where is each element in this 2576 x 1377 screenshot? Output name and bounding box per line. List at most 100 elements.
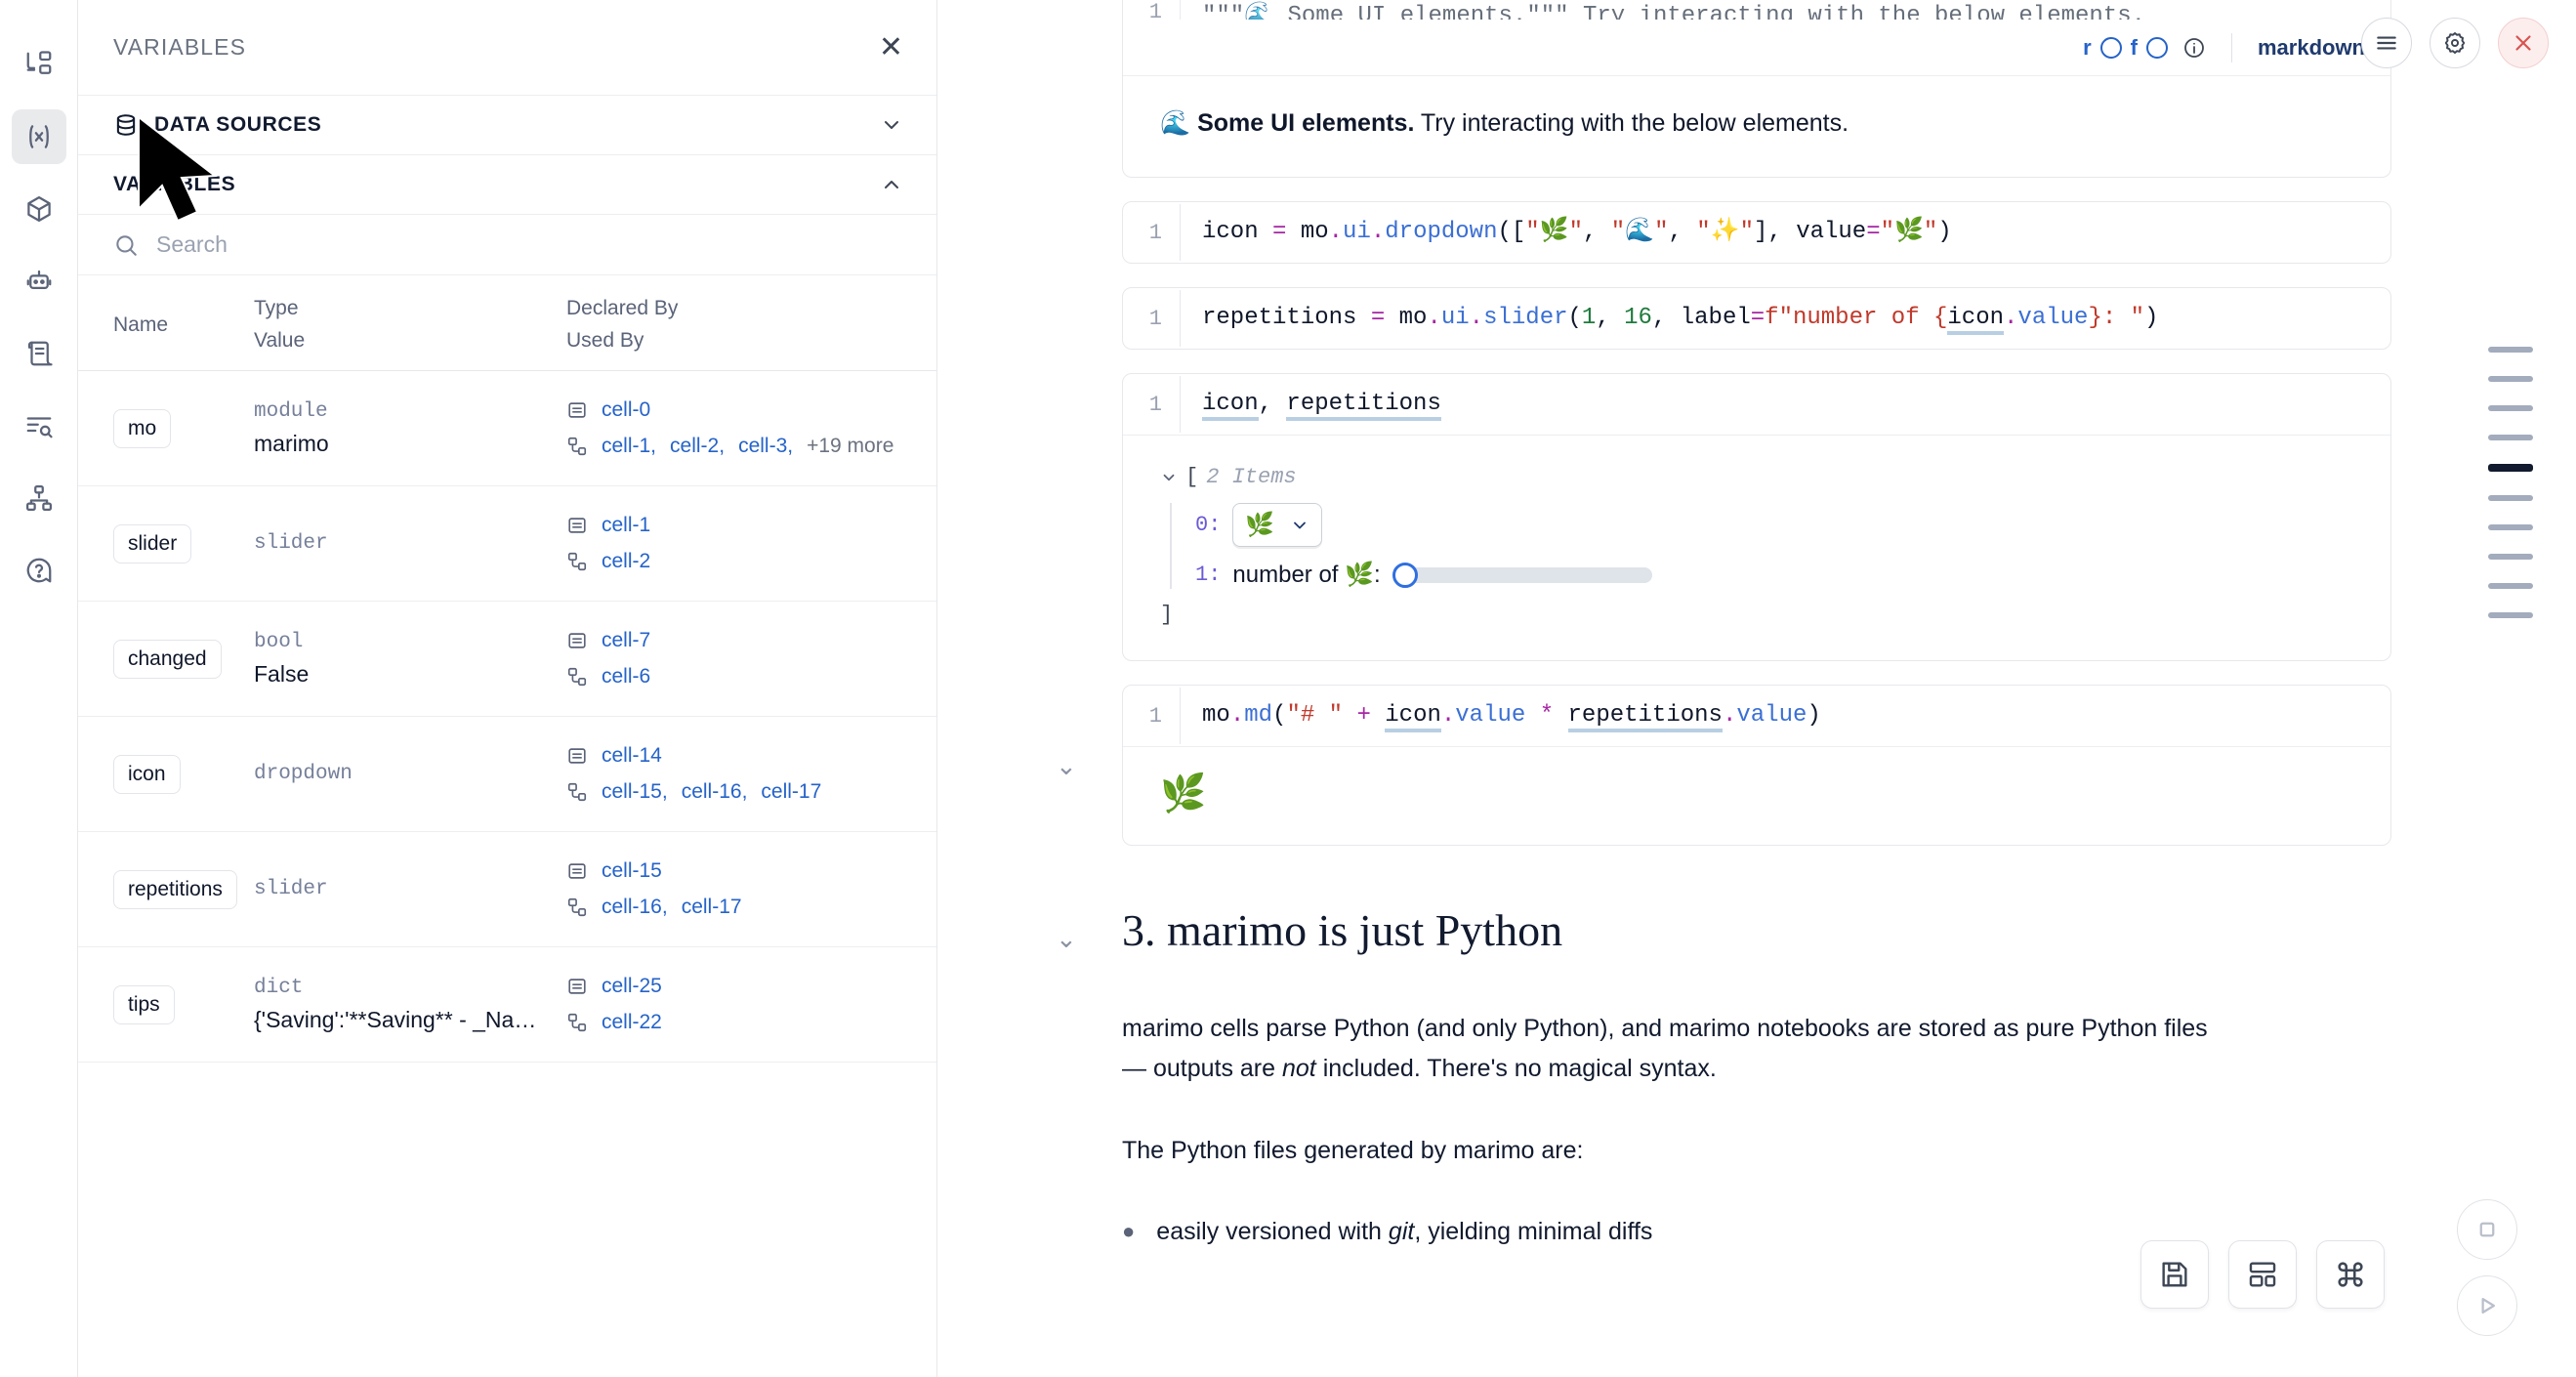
slider-track[interactable] (1407, 566, 1652, 583)
accordion-data-sources[interactable]: DATA SOURCES (78, 96, 936, 155)
cell-link[interactable]: cell-16, (602, 895, 668, 918)
search-input[interactable] (156, 231, 901, 258)
cell-declared-icon (568, 863, 586, 879)
cell-link[interactable]: cell-1, (602, 434, 657, 457)
sidebar-item-chat[interactable] (12, 254, 66, 309)
cell-link[interactable]: cell-15, (602, 779, 668, 803)
list-index-0: 0: (1195, 513, 1222, 537)
cell-link[interactable]: cell-17 (761, 779, 822, 803)
list-output-body: 0: 🌿 1: number of 🌿: (1170, 503, 2353, 589)
minimap-bar[interactable] (2488, 583, 2533, 589)
list-item: ● easily versioned with git, yielding mi… (1122, 1214, 2391, 1251)
cell-language-label[interactable]: markdown (2257, 34, 2365, 60)
code-text[interactable]: icon = mo.ui.dropdown(["🌿", "🌊", "✨"], v… (1180, 203, 2390, 262)
cell-collapse-chevron[interactable]: ⌄ (1056, 750, 1077, 780)
chevron-down-icon[interactable] (1160, 469, 1178, 486)
list-output-header[interactable]: [ 2 Items (1160, 465, 2353, 489)
code-text[interactable]: repetitions = mo.ui.slider(1, 16, label=… (1180, 289, 2390, 348)
cell-link[interactable]: cell-1 (602, 513, 651, 536)
minimap-bar-active[interactable] (2488, 464, 2533, 472)
cell-link[interactable]: cell-3, (738, 434, 794, 457)
cell-link[interactable]: cell-6 (602, 664, 651, 688)
flag-f-circle-icon[interactable] (2145, 36, 2168, 59)
run-all-button[interactable] (2457, 1275, 2517, 1336)
code-token: . (1722, 701, 1737, 729)
sidebar-item-packages[interactable] (12, 182, 66, 236)
command-palette-button[interactable] (2316, 1240, 2385, 1309)
minimap-bar[interactable] (2488, 347, 2533, 353)
cell-declared-icon (568, 402, 586, 418)
code-text[interactable]: mo.md("# " + icon.value * repetitions.va… (1180, 687, 2390, 745)
dropdown-widget[interactable]: 🌿 (1232, 503, 1323, 547)
minimap-bar[interactable] (2488, 495, 2533, 501)
cell-link[interactable]: cell-14 (602, 743, 662, 767)
section-collapse-chevron[interactable]: ⌄ (1056, 924, 1077, 953)
minimap-bar[interactable] (2488, 435, 2533, 440)
hamburger-menu-button[interactable] (2361, 18, 2412, 68)
cell-link[interactable]: cell-17 (681, 895, 742, 918)
list-item-count: 2 Items (1206, 465, 1297, 489)
cell-link[interactable]: cell-7 (602, 628, 651, 651)
declared-by-line: cell-0 (566, 393, 917, 429)
layout-button[interactable] (2228, 1240, 2297, 1309)
cell-link[interactable]: cell-0 (602, 397, 651, 421)
code-line[interactable]: 1 icon, repetitions (1123, 374, 2390, 435)
used-by-line: cell-16, cell-17 (566, 890, 917, 926)
gear-icon (2444, 32, 2466, 54)
markdown-bold-text: Some UI elements. (1197, 109, 1415, 137)
cell-name: repetitions (78, 869, 254, 909)
minimap-bar[interactable] (2488, 554, 2533, 560)
save-button[interactable] (2140, 1240, 2209, 1309)
sidebar-item-scratchpad[interactable] (12, 326, 66, 381)
cell-link[interactable]: cell-15 (602, 858, 662, 882)
slider-widget[interactable] (1392, 562, 1652, 588)
minimap-bar[interactable] (2488, 612, 2533, 618)
variables-table-header: Name Type Value Declared By Used By (78, 275, 936, 372)
code-token: . (2004, 304, 2018, 331)
minimap[interactable] (2488, 347, 2533, 618)
md-cell-output: 🌿 (1123, 746, 2390, 845)
database-icon (116, 114, 136, 136)
info-circle-icon[interactable] (2182, 36, 2206, 60)
code-text[interactable]: icon, repetitions (1180, 375, 2390, 434)
variable-type: dropdown (254, 762, 353, 785)
sidebar-item-logs[interactable] (12, 398, 66, 453)
cell-settings-button[interactable] (2430, 18, 2480, 68)
sidebar-item-file-explorer[interactable] (12, 37, 66, 92)
sidebar-item-variables[interactable] (11, 109, 66, 164)
interrupt-button[interactable] (2457, 1199, 2517, 1260)
cell-run-flags[interactable]: r f (2083, 35, 2206, 61)
cell-link[interactable]: cell-2, (670, 434, 726, 457)
cell-link[interactable]: cell-16, (681, 779, 748, 803)
code-token: . (1427, 304, 1441, 331)
code-token: repetitions (1567, 701, 1723, 732)
cell-link[interactable]: cell-25 (602, 974, 662, 997)
code-token: mo (1286, 218, 1329, 245)
code-line[interactable]: 1 mo.md("# " + icon.value * repetitions.… (1123, 686, 2390, 746)
minimap-bar[interactable] (2488, 376, 2533, 382)
cell-delete-button[interactable] (2498, 18, 2549, 68)
minimap-bar[interactable] (2488, 405, 2533, 411)
bullet-text-pre: easily versioned with (1156, 1217, 1389, 1245)
used-by-more-label[interactable]: +19 more (807, 434, 894, 457)
minimap-bar[interactable] (2488, 524, 2533, 530)
cell-link[interactable]: cell-22 (602, 1010, 662, 1033)
slider-knob[interactable] (1392, 562, 1418, 588)
flag-r-circle-icon[interactable] (2099, 36, 2122, 59)
cell-link[interactable]: cell-2 (602, 549, 651, 572)
dropdown-selected-value: 🌿 (1245, 512, 1275, 538)
panel-close-button[interactable]: ✕ (878, 30, 903, 63)
sidebar-item-dependency-graph[interactable] (12, 471, 66, 525)
accordion-variables[interactable]: VARIABLES (78, 155, 936, 215)
code-token: * (1525, 701, 1568, 729)
sidebar-item-help[interactable] (12, 543, 66, 598)
